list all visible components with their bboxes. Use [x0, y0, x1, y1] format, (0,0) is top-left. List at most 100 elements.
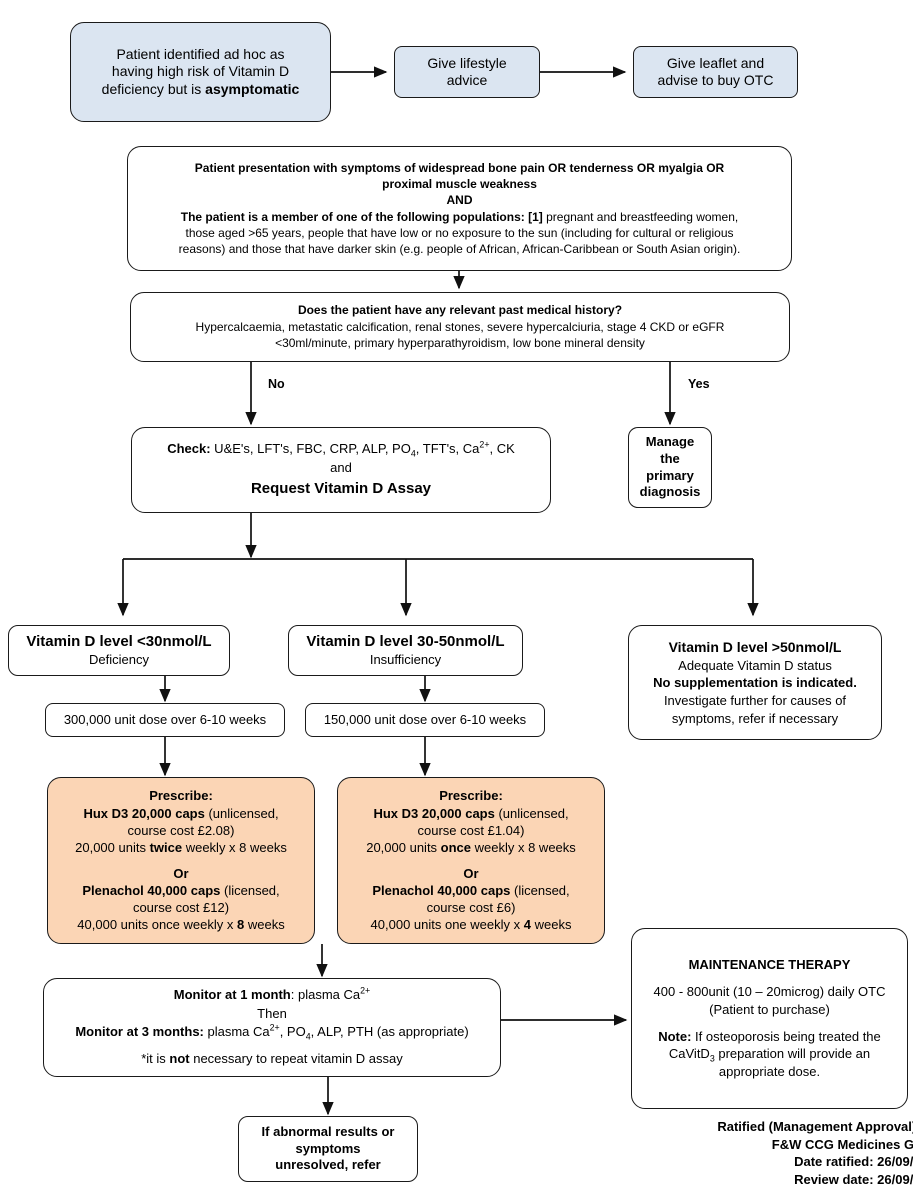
monitor-ca-sup-1: 2+	[360, 985, 371, 996]
maintenance-note-c: appropriate dose.	[718, 1063, 821, 1079]
node-patient-presentation[interactable]: Patient presentation with symptoms of wi…	[127, 146, 792, 271]
maintenance-note-b2: preparation will provide an	[714, 1046, 871, 1062]
adequate-no-supplementation: No supplementation is indicated.	[653, 675, 857, 691]
insufficiency-title: Vitamin D level 30-50nmol/L	[306, 633, 505, 651]
footer-line3: Date ratified: 26/09/201	[794, 1154, 913, 1170]
check-request-assay: Request Vitamin D Assay	[250, 479, 432, 497]
node-dose-insufficiency[interactable]: 150,000 unit dose over 6-10 weeks	[305, 703, 545, 737]
prescribe-def-drug2: Plenachol 40,000 caps	[82, 883, 221, 899]
prescribe-ins-heading: Prescribe:	[439, 788, 503, 804]
maintenance-spacer-2	[640, 1019, 899, 1028]
refer-line2: symptoms	[295, 1140, 361, 1156]
prescribe-ins-drug1: Hux D3 20,000 caps	[373, 805, 495, 821]
edge-label-no: No	[268, 377, 285, 391]
lifestyle-line2: advice	[446, 72, 488, 88]
lifestyle-line1: Give lifestyle	[427, 54, 507, 71]
prescribe-def-drug1-dose-freq: twice	[149, 839, 183, 855]
footer-line1: Ratified (Management Approval) by	[717, 1119, 913, 1134]
node-dose-deficiency[interactable]: 300,000 unit dose over 6-10 weeks	[45, 703, 285, 737]
check-tests-c: , CK	[489, 441, 515, 457]
node-prescribe-deficiency[interactable]: Prescribe: Hux D3 20,000 caps (unlicense…	[47, 777, 315, 944]
monitor-ca-sup-2: 2+	[269, 1022, 280, 1033]
prescribe-ins-drug1-dose-pre: 20,000 units	[366, 839, 441, 855]
maintenance-heading: MAINTENANCE THERAPY	[688, 957, 851, 973]
ratification-footer: Ratified (Management Approval) by F&W CC…	[560, 1118, 913, 1188]
adequate-line1: Adequate Vitamin D status	[678, 657, 832, 673]
check-tests-b: , TFT's, Ca	[415, 441, 480, 457]
maintenance-note-b1: CaVitD	[668, 1046, 710, 1062]
pmh-heading: Does the patient have any relevant past …	[297, 303, 623, 318]
prescribe-ins-spacer	[346, 856, 596, 865]
refer-line3: unresolved, refer	[275, 1157, 381, 1173]
prescribe-def-drug1-dose-post: weekly x 8 weeks	[182, 839, 287, 855]
node-monitoring[interactable]: Monitor at 1 month: plasma Ca2+ Then Mon…	[43, 978, 501, 1077]
deficiency-sub: Deficiency	[89, 651, 149, 667]
monitor-po-sub-4: 4	[305, 1031, 311, 1042]
node-prescribe-insufficiency[interactable]: Prescribe: Hux D3 20,000 caps (unlicense…	[337, 777, 605, 944]
node-refer-abnormal[interactable]: If abnormal results or symptoms unresolv…	[238, 1116, 418, 1182]
monitor-3months-b: , PO	[279, 1024, 306, 1039]
prescribe-def-drug2-dose-post: weeks	[244, 917, 285, 933]
monitor-1month-label: Monitor at 1 month	[173, 987, 291, 1003]
prescribe-def-drug2-cost: course cost £12)	[132, 900, 230, 916]
prescribe-ins-drug2-cost: course cost £6)	[426, 900, 516, 916]
node-leaflet-otc[interactable]: Give leaflet and advise to buy OTC	[633, 46, 798, 98]
presentation-populations-bold: The patient is a member of one of the fo…	[180, 209, 543, 224]
prescribe-def-drug2-rest: (licensed,	[220, 883, 280, 899]
presentation-line1: Patient presentation with symptoms of wi…	[194, 160, 725, 175]
node-vitd-adequate[interactable]: Vitamin D level >50nmol/L Adequate Vitam…	[628, 625, 882, 740]
manage-line1: Manage	[645, 434, 695, 450]
monitor-note-not: not	[169, 1051, 190, 1067]
node-vitd-insufficiency[interactable]: Vitamin D level 30-50nmol/L Insufficienc…	[288, 625, 523, 676]
prescribe-ins-drug2: Plenachol 40,000 caps	[372, 883, 511, 899]
prescribe-def-drug1-dose-pre: 20,000 units	[75, 839, 150, 855]
check-label: Check:	[167, 441, 211, 457]
prescribe-ins-drug1-dose-post: weekly x 8 weeks	[471, 839, 576, 855]
prescribe-ins-drug2-dose-weeks: 4	[523, 917, 531, 933]
prescribe-ins-drug1-dose-freq: once	[440, 839, 472, 855]
node-lifestyle-advice[interactable]: Give lifestyle advice	[394, 46, 540, 98]
adequate-line3: Investigate further for causes of	[663, 693, 847, 709]
presentation-line6: reasons) and those that have darker skin…	[178, 242, 741, 257]
prescribe-def-drug2-dose-pre: 40,000 units once weekly x	[77, 917, 237, 933]
dose-deficiency-text: 300,000 unit dose over 6-10 weeks	[63, 712, 267, 728]
check-tests-a: U&E's, LFT's, FBC, CRP, ALP, PO	[210, 441, 411, 457]
deficiency-title: Vitamin D level <30nmol/L	[26, 633, 212, 651]
node-adhoc-identification[interactable]: Patient identified ad hoc as having high…	[70, 22, 331, 122]
footer-line2: F&W CCG Medicines Grou	[771, 1136, 913, 1152]
manage-line4: diagnosis	[639, 484, 701, 500]
node-vitd-deficiency[interactable]: Vitamin D level <30nmol/L Deficiency	[8, 625, 230, 676]
prescribe-ins-drug2-rest: (licensed,	[510, 883, 570, 899]
pmh-line1: Hypercalcaemia, metastatic calcification…	[195, 319, 725, 334]
edge-label-yes: Yes	[688, 377, 710, 391]
monitor-note-post: necessary to repeat vitamin D assay	[189, 1051, 403, 1067]
check-and: and	[330, 460, 352, 476]
manage-line3: primary	[646, 467, 694, 483]
prescribe-def-or: Or	[173, 866, 189, 881]
prescribe-ins-or: Or	[463, 866, 479, 881]
manage-line2: the	[660, 450, 680, 466]
prescribe-def-spacer	[56, 856, 306, 865]
maintenance-spacer-1	[640, 974, 899, 983]
monitor-3months-c: , ALP, PTH (as appropriate)	[310, 1024, 469, 1039]
presentation-populations-rest: pregnant and breastfeeding women,	[542, 209, 739, 224]
presentation-line5: those aged >65 years, people that have l…	[185, 225, 734, 240]
adequate-line4: symptoms, refer if necessary	[671, 710, 839, 726]
monitor-note-pre: *it is	[141, 1051, 170, 1067]
adhoc-line1: Patient identified ad hoc as	[116, 46, 285, 63]
node-maintenance-therapy[interactable]: MAINTENANCE THERAPY 400 - 800unit (10 – …	[631, 928, 908, 1109]
node-manage-primary-diagnosis[interactable]: Manage the primary diagnosis	[628, 427, 712, 508]
maintenance-note-a: If osteoporosis being treated the	[691, 1028, 881, 1044]
maintenance-line1: 400 - 800unit (10 – 20microg) daily OTC	[653, 984, 886, 1000]
pmh-line2: <30ml/minute, primary hyperparathyroidis…	[275, 336, 645, 351]
maintenance-line2: (Patient to purchase)	[709, 1001, 830, 1017]
prescribe-def-drug1-cost: course cost £2.08)	[127, 822, 235, 838]
insufficiency-sub: Insufficiency	[369, 651, 442, 667]
node-check-tests[interactable]: Check: U&E's, LFT's, FBC, CRP, ALP, PO4,…	[131, 427, 551, 513]
monitor-spacer	[52, 1041, 492, 1050]
node-past-medical-history[interactable]: Does the patient have any relevant past …	[130, 292, 790, 362]
presentation-line3-and: AND	[446, 193, 473, 208]
check-sup-2plus: 2+	[479, 439, 490, 450]
leaflet-line2: advise to buy OTC	[657, 72, 774, 88]
